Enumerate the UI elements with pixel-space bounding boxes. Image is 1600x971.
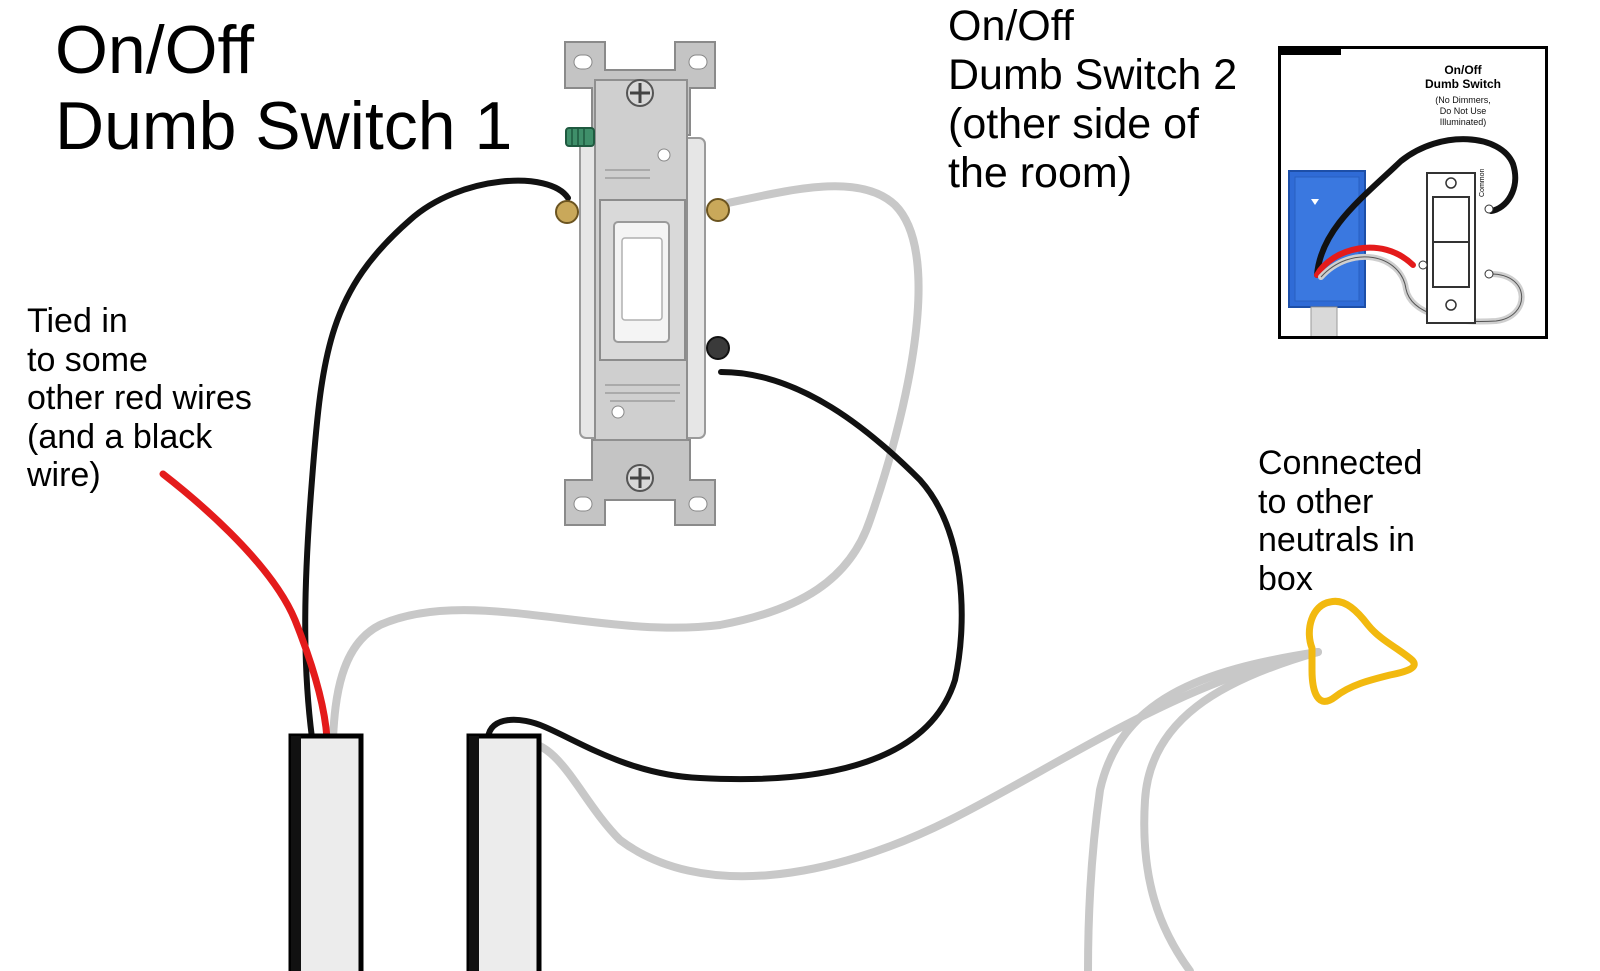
left-cable bbox=[288, 733, 364, 971]
red-wire-note-line-1: Tied in bbox=[27, 302, 128, 340]
red-wire bbox=[159, 470, 331, 742]
neutral-note-line-2: to other bbox=[1258, 482, 1374, 521]
inset-subtitle-line-2: Do Not Use bbox=[1439, 106, 1487, 116]
neutral-branch-1 bbox=[1084, 648, 1322, 971]
switch-2-label-line-3: (other side of bbox=[948, 100, 1199, 148]
red-wire-note-line-2: to some bbox=[27, 340, 148, 379]
hot-wire-switch-bottom bbox=[485, 369, 965, 783]
switch-2-label-line-4: the room) bbox=[948, 149, 1133, 197]
red-wire-note-line-5: wire) bbox=[27, 456, 101, 494]
switch-2-label: On/Off Dumb Switch 2 (other side of the … bbox=[948, 2, 1237, 198]
neutral-branch-2 bbox=[1140, 648, 1322, 971]
neutral-note-line-4: box bbox=[1258, 559, 1313, 598]
switch-1-label: On/Off Dumb Switch 1 bbox=[55, 12, 512, 164]
inset-subtitle-line-3: Illuminated) bbox=[1439, 117, 1487, 127]
inset-common-label: Common bbox=[1479, 168, 1486, 197]
switch-2-label-line-1: On/Off bbox=[948, 2, 1074, 50]
red-wire-note: Tied in to some other red wires (and a b… bbox=[27, 302, 252, 495]
hot-wire-switch-left bbox=[302, 177, 571, 741]
switch-1-label-line-2: Dumb Switch 1 bbox=[55, 88, 513, 164]
red-wire-note-line-4: (and a black bbox=[27, 417, 213, 456]
neutral-note-line-3: neutrals in bbox=[1258, 521, 1415, 559]
neutral-note-line-1: Connected bbox=[1258, 444, 1423, 482]
inset-subtitle-line-1: (No Dimmers, bbox=[1435, 95, 1491, 105]
switch-1-label-line-1: On/Off bbox=[55, 12, 255, 88]
switch-2-inset: On/Off Dumb Switch (No Dimmers, Do Not U… bbox=[1278, 46, 1548, 339]
right-cable bbox=[466, 733, 542, 971]
neutral-wire-switch-right bbox=[329, 182, 923, 742]
inset-drawing bbox=[1281, 49, 1525, 336]
neutral-note: Connected to other neutrals in box bbox=[1258, 444, 1422, 598]
inset-title-line-1: On/Off bbox=[1444, 63, 1482, 77]
switch-2-label-line-2: Dumb Switch 2 bbox=[948, 51, 1238, 99]
inset-title-line-2: Dumb Switch bbox=[1424, 77, 1501, 91]
red-wire-note-line-3: other red wires bbox=[27, 379, 252, 417]
wire-nut bbox=[1305, 597, 1418, 705]
switch-1 bbox=[555, 41, 730, 526]
